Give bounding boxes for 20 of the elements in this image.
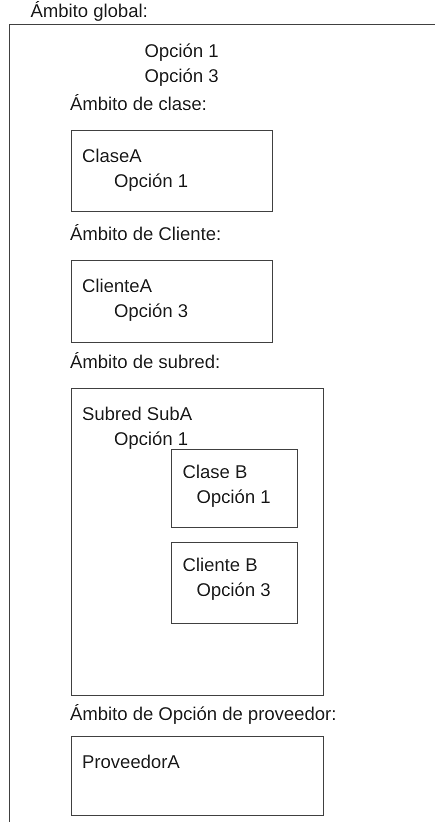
item-name: Opción 1 [144, 40, 219, 62]
scope-heading: Ámbito de Cliente: [70, 223, 222, 246]
item-name: Clase B [182, 460, 248, 483]
scope-box [171, 542, 298, 624]
option-label: Opción 3 [144, 64, 219, 87]
option-label: Opción 1 [114, 428, 188, 450]
item-name: Cliente B [182, 554, 258, 576]
option-label: Opción 1 [196, 486, 271, 508]
scope-heading: Ámbito de Opción de proveedor: [70, 703, 336, 726]
item-name: ClienteA [82, 275, 152, 298]
option-label: Opción 3 [114, 300, 188, 322]
scope-heading: Ámbito de subred: [70, 351, 220, 374]
scope-heading: Ámbito global: [30, 0, 148, 22]
item-name: ProveedorA [82, 751, 180, 774]
scope-box [171, 449, 298, 528]
option-label: Opción 1 [114, 170, 188, 192]
item-name: ClaseA [82, 145, 142, 168]
scope-heading: Ámbito de clase: [70, 93, 207, 116]
option-label: Opción 3 [196, 578, 271, 601]
item-name: Subred SubA [82, 403, 192, 426]
